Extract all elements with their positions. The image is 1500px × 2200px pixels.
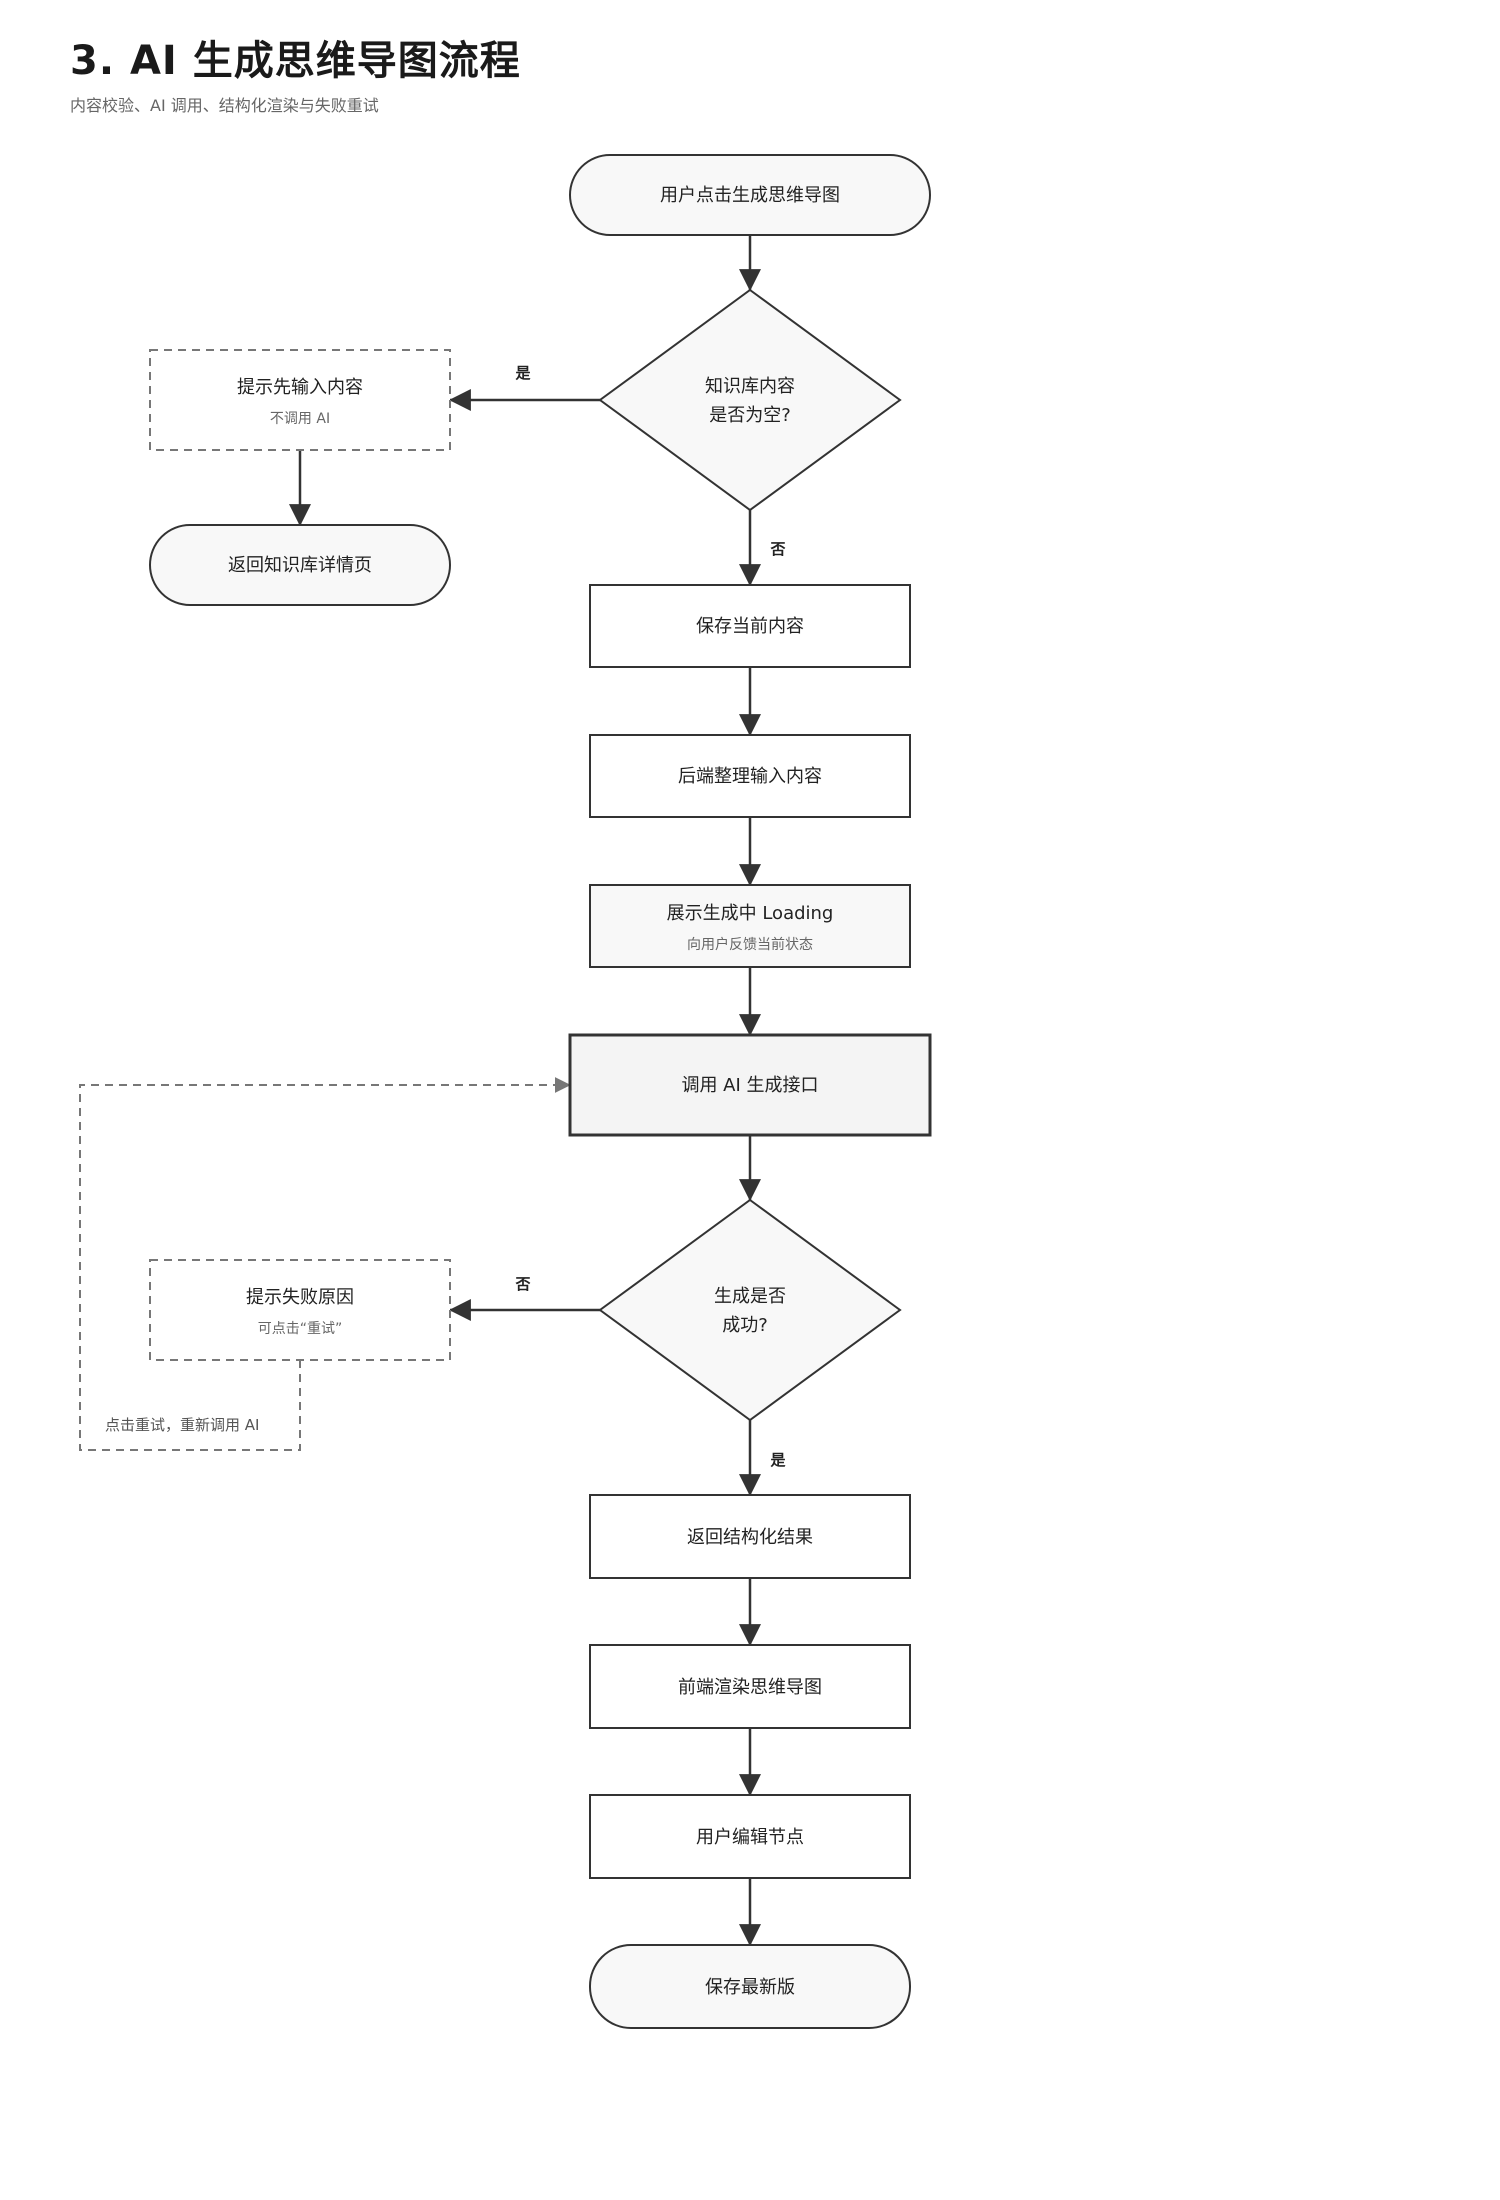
node-save-current-label: 保存当前内容 <box>696 616 804 637</box>
node-check-empty-line1: 知识库内容 <box>705 376 795 397</box>
node-return-detail-label: 返回知识库详情页 <box>228 555 372 576</box>
node-show-loading-label: 展示生成中 Loading <box>667 903 834 924</box>
node-call-ai: 调用 AI 生成接口 <box>568 1033 932 1137</box>
node-check-success-line2: 成功? <box>722 1315 768 1336</box>
retry-note: 点击重试，重新调用 AI <box>105 1416 259 1434</box>
node-backend-organize: 后端整理输入内容 <box>589 734 911 818</box>
node-prompt-fail-sub: 可点击“重试” <box>258 1321 343 1337</box>
node-frontend-render-label: 前端渲染思维导图 <box>678 1677 822 1698</box>
node-user-edit: 用户编辑节点 <box>589 1794 911 1879</box>
node-check-success-line1: 生成是否 <box>714 1286 786 1307</box>
node-user-edit-label: 用户编辑节点 <box>696 1827 804 1848</box>
page-subtitle: 内容校验、AI 调用、结构化渲染与失败重试 <box>70 96 379 115</box>
node-return-structured: 返回结构化结果 <box>589 1494 911 1579</box>
node-save-current: 保存当前内容 <box>589 584 911 668</box>
node-show-loading: 展示生成中 Loading 向用户反馈当前状态 <box>589 884 911 968</box>
edge-label-empty-yes: 是 <box>514 364 531 382</box>
node-show-loading-sub: 向用户反馈当前状态 <box>687 936 813 953</box>
node-prompt-input-sub: 不调用 AI <box>270 411 330 427</box>
node-start-label: 用户点击生成思维导图 <box>660 185 840 206</box>
edge-label-success-yes: 是 <box>769 1451 786 1469</box>
node-backend-organize-label: 后端整理输入内容 <box>678 766 822 787</box>
node-return-detail: 返回知识库详情页 <box>149 524 451 606</box>
node-check-success: 生成是否 成功? <box>598 1198 902 1422</box>
edge-label-empty-no: 否 <box>769 540 785 558</box>
node-frontend-render: 前端渲染思维导图 <box>589 1644 911 1729</box>
node-save-latest: 保存最新版 <box>589 1944 911 2029</box>
node-return-structured-label: 返回结构化结果 <box>687 1527 813 1548</box>
node-prompt-input-label: 提示先输入内容 <box>237 377 363 398</box>
page-title: 3. AI 生成思维导图流程 <box>70 38 521 84</box>
node-save-latest-label: 保存最新版 <box>705 1977 795 1998</box>
node-check-empty-line2: 是否为空? <box>709 405 791 426</box>
node-prompt-input: 提示先输入内容 不调用 AI <box>149 349 451 451</box>
edge-retry-loop <box>79 1077 571 1451</box>
node-prompt-fail: 提示失败原因 可点击“重试” <box>149 1259 451 1361</box>
node-call-ai-label: 调用 AI 生成接口 <box>681 1075 818 1096</box>
node-check-empty: 知识库内容 是否为空? <box>598 288 902 512</box>
node-prompt-fail-label: 提示失败原因 <box>246 1287 354 1308</box>
edge-label-success-no: 否 <box>514 1275 530 1293</box>
node-start: 用户点击生成思维导图 <box>569 154 931 236</box>
edges <box>289 235 761 1947</box>
